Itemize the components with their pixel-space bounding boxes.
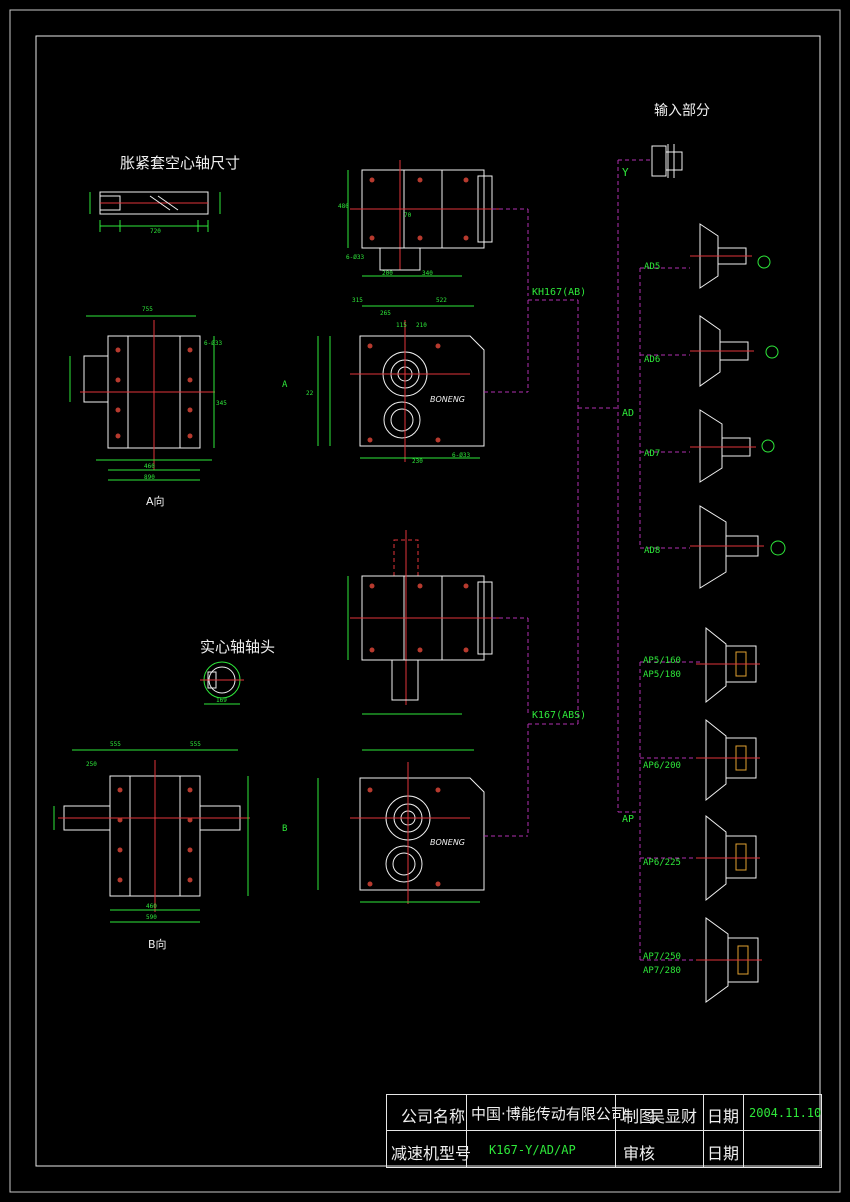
inner-frame [35, 35, 821, 1167]
drawer-name: 吴显财 [649, 1107, 698, 1126]
view-a-drawing [69, 315, 215, 481]
ap7-280-label: AP7/280 [643, 966, 681, 976]
dim-b-555a: 555 [110, 741, 121, 748]
ap7-drawing [696, 917, 762, 1003]
ad7-drawing [690, 409, 775, 483]
section-mark-a: A [282, 380, 288, 390]
dim-front-265: 265 [380, 310, 391, 317]
k167-label: K167(ABS) [532, 710, 587, 721]
ad6-drawing [690, 315, 779, 387]
dim-front-795: 22 [306, 390, 314, 397]
dim-b-250: 250 [86, 761, 97, 768]
dim-top-480: 480 [338, 203, 349, 210]
solid-shaft-title: 实心轴轴头 [200, 638, 276, 656]
ad5-label: AD5 [644, 262, 661, 272]
dim-top-holes: 6-Ø33 [346, 254, 365, 261]
kh167-top-view [347, 160, 500, 277]
dim-a-holes: 6-Ø33 [204, 340, 223, 347]
ap5-180-label: AP5/180 [643, 670, 681, 680]
dim-front-115: 115 [396, 322, 407, 329]
outer-border [9, 9, 841, 1193]
hollow-shaft-drawing [89, 191, 221, 232]
k167-top-view [347, 530, 500, 715]
dim-b-555b: 555 [190, 741, 201, 748]
view-b-drawing [53, 749, 250, 923]
dim-b-460: 460 [146, 903, 157, 910]
ad-adapters [690, 223, 786, 589]
input-part-title: 输入部分 [654, 103, 710, 119]
ap6-225-label: AP6/225 [643, 858, 681, 868]
brand-mark-1: BONENG [430, 395, 466, 404]
dim-front-230: 230 [412, 458, 423, 465]
dim-hollow-720: 720 [150, 228, 161, 235]
ad7-label: AD7 [644, 449, 661, 459]
drawing-label: 制图 [623, 1107, 656, 1126]
dim-a-755: 755 [142, 306, 153, 313]
section-mark-b: B [282, 824, 288, 834]
hollow-shaft-title: 胀紧套空心轴尺寸 [120, 154, 241, 172]
solid-shaft-drawing [200, 661, 244, 705]
dim-a-345: 345 [216, 400, 227, 407]
ap5-160-label: AP5/160 [643, 656, 681, 666]
review-label: 审核 [623, 1144, 656, 1163]
kh167-front-view [317, 305, 485, 462]
title-block: 公司名称 中国·博能传动有限公司 制图 吴显财 日期 2004.11.10 减速… [386, 1094, 822, 1168]
ad-label: AD [622, 408, 635, 419]
ad8-drawing [690, 505, 786, 589]
ad8-label: AD8 [644, 546, 661, 556]
dim-top-70: 70 [404, 212, 412, 219]
dim-a-890: 890 [144, 474, 155, 481]
ap-adapters [696, 626, 762, 1003]
model-label: 减速机型号 [391, 1144, 472, 1163]
view-b-title: B向 [148, 938, 167, 951]
date-label-2: 日期 [707, 1144, 740, 1163]
ap6a-drawing [696, 718, 760, 802]
ad6-label: AD6 [644, 355, 661, 365]
ap6b-drawing [696, 814, 760, 902]
input-y-drawing [651, 144, 683, 178]
dim-b-590: 590 [146, 914, 157, 921]
ap6-200-label: AP6/200 [643, 761, 681, 771]
dim-front-holes: 6-Ø33 [452, 452, 471, 459]
company-value: 中国·博能传动有限公司 [471, 1105, 626, 1123]
date-label: 日期 [707, 1107, 740, 1126]
dim-top-200: 200 [382, 270, 393, 277]
ad5-drawing [690, 223, 771, 289]
ap5-drawing [696, 626, 760, 704]
dim-a-460: 460 [144, 463, 155, 470]
dim-front-315: 315 [352, 297, 363, 304]
company-label: 公司名称 [401, 1107, 466, 1126]
dim-solid-169: 169 [216, 697, 227, 704]
connector-tree [484, 159, 700, 961]
kh167-label: KH167(AB) [532, 287, 587, 298]
model-value: K167-Y/AD/AP [489, 1143, 576, 1157]
dim-front-210: 210 [416, 322, 427, 329]
date-value: 2004.11.10 [749, 1106, 822, 1120]
dim-front-522: 522 [436, 297, 447, 304]
y-label: Y [622, 166, 629, 179]
k167-front-view [317, 749, 485, 904]
view-a-title: A向 [146, 495, 165, 508]
brand-mark-2: BONENG [430, 838, 466, 847]
ap-label: AP [622, 814, 635, 825]
dim-top-340: 340 [422, 270, 433, 277]
ap7-250-label: AP7/250 [643, 952, 681, 962]
